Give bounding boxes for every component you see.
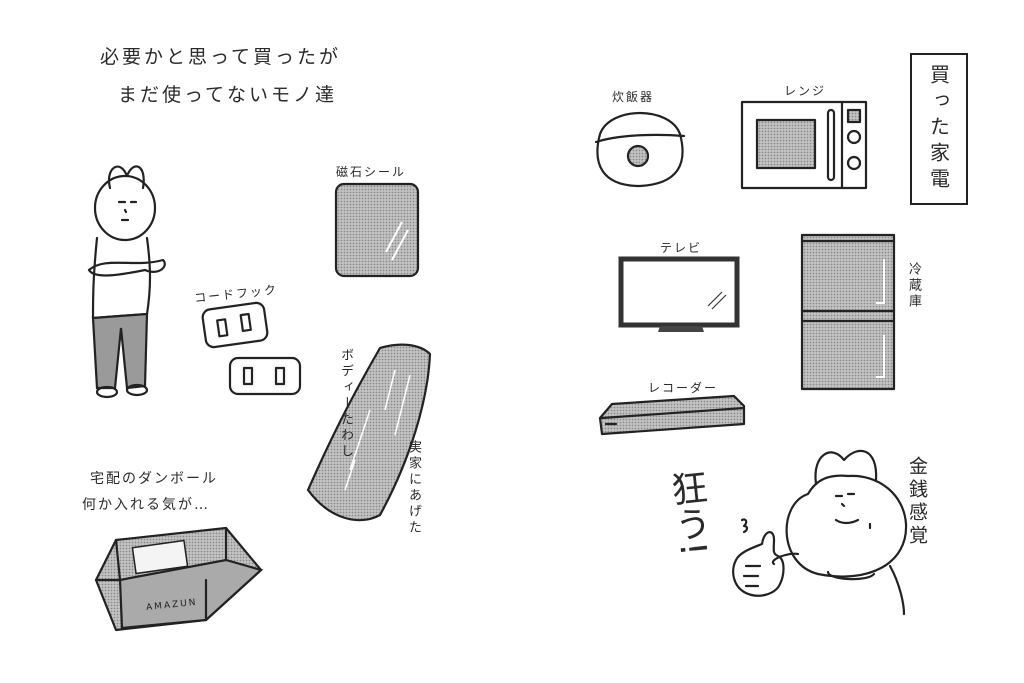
microwave-illustration [740,100,868,190]
rice-cooker-label: 炊飯器 [612,90,655,104]
cardboard-box-illustration: AMAZUN [94,526,264,632]
tv-label: テレビ [660,241,703,255]
fridge-label: 冷蔵庫 [906,262,921,310]
body-towel-note: 実家にあげた [406,440,421,536]
left-heading-line1: 必要かと思って買ったが [100,46,342,68]
cardboard-label: 宅配のダンボール [90,471,218,487]
recorder-illustration [598,394,746,436]
tv-illustration [618,256,740,332]
appliances-heading-box: 買った家電 [910,53,968,205]
cord-hook-illustration [201,301,302,396]
appliances-heading: 買った家電 [926,64,951,194]
magnet-sheet-label: 磁石シール [336,165,407,179]
cardboard-note: 何か入れる気が… [82,497,210,513]
microwave-label: レンジ [784,84,827,98]
rice-cooker-illustration [594,112,686,188]
recorder-label: レコーダー [648,381,719,395]
rabbit-thumbs-up-illustration [732,449,908,616]
magnet-sheet-illustration [334,182,420,278]
body-towel-label: ボディーたわし [338,348,353,460]
body-towel-illustration [306,343,432,522]
exclamation-text: 狂う! [663,468,714,559]
rabbit-arms-crossed-illustration [87,165,166,399]
left-heading-line2: まだ使ってないモノ達 [118,84,338,106]
fridge-illustration [800,233,896,391]
money-sense-caption: 金銭感覚 [906,456,928,548]
